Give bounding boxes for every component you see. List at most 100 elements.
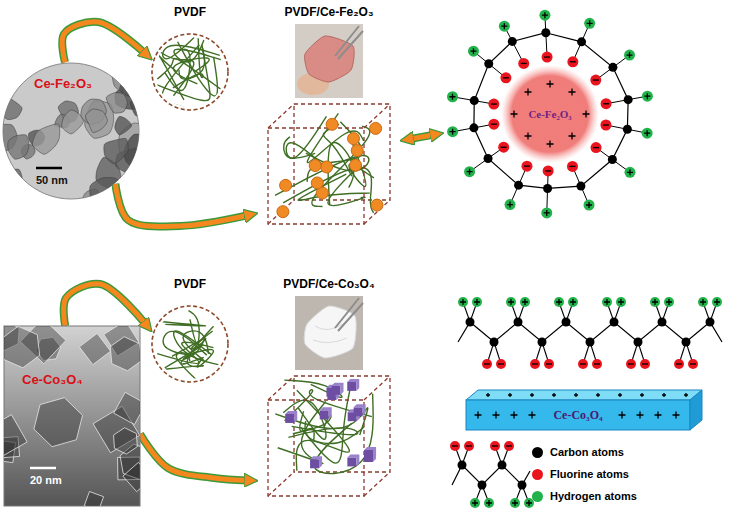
carbon-atom [498,461,507,470]
fluorine-atom [567,161,578,172]
positive-charge [493,412,500,419]
fluorine-atom [626,359,636,369]
fe2o3-particle [348,133,360,145]
composite-panel: PVDF/Ce-Co₃O₄ [258,276,400,504]
node-label: PVDF [174,276,206,292]
fe2o3-particle [309,160,321,172]
positive-charge [644,93,650,99]
nanoparticle [122,79,143,98]
carbon-atom [518,481,527,490]
pvdf-outline [152,34,228,110]
fluorine-atom [542,52,553,63]
filler-particles [277,118,383,217]
fluorine-atom [450,441,460,451]
negative-charge [484,363,490,364]
polymer-fiber [162,45,199,108]
fluorine-atom [464,441,474,451]
node-label: PVDF [174,4,206,20]
flow-arrow [115,184,247,227]
carbon-atom [562,318,571,327]
negative-charge [642,363,648,364]
carbon-atom [623,125,632,134]
composite-photo [295,24,363,98]
legend-label: Carbon atoms [550,445,624,459]
co3o4-cube [332,386,341,395]
positive-charge [507,202,513,208]
pvdf-chains [450,297,722,508]
fluorine-atom [590,75,601,86]
polymer-ring-particle: Ce-Fe₂O₃ [442,6,658,222]
scale-label: 20 nm [30,472,62,488]
hydrogen-atom [642,128,653,139]
fluorine-atom [518,58,529,69]
legend-row: Hydrogen atoms [532,485,637,507]
hydrogen-atom [447,91,458,102]
positive-charge [547,141,554,148]
co3o4-cube-face [347,454,359,466]
nanoparticle [112,66,143,95]
fluorine-atom [498,142,509,153]
hydrogen-atom [602,297,612,307]
node-label: Ce-Co₃O₄ [553,407,602,423]
cube-edge [364,472,390,496]
cube-edge [268,200,294,224]
polymer-fiber [283,167,374,212]
slab-top [466,390,702,400]
carbon-atom [577,37,586,46]
fluorine-atom [600,120,611,131]
nanoparticle [115,116,132,135]
node-label: Ce-Fe₂O₃ [34,76,92,92]
tem-image: Ce-Fe₂O₃50 nm [2,62,140,200]
flow-arrow [140,434,247,480]
positive-charge [700,299,706,305]
nanoparticle [8,135,29,160]
positive-charge [525,89,532,96]
co3o4-cube [347,382,356,391]
scale-bar [36,167,62,170]
carbon-atom [624,95,633,104]
fluorine-atom [674,359,684,369]
co3o4-cube [354,407,363,416]
carbon-atom [586,338,595,347]
negative-charge [532,363,538,364]
hydrogen-atom [541,207,552,218]
hydrogen-atom [520,297,530,307]
fluorine-atom [530,359,540,369]
nanocube [84,492,103,506]
fe2o3-particle [370,122,382,134]
fluorine-atom [488,119,499,130]
carbon-atom [541,28,550,37]
cube-edge [364,376,390,400]
nanoparticle-blobs [0,62,154,210]
polymer-fiber [172,339,206,364]
fe2o3-particle [277,206,289,218]
nanocube [114,428,138,454]
connector-outline [140,434,247,480]
positive-charge [529,412,536,419]
polymer-fiber [298,174,370,200]
photo-background [295,296,363,370]
polymer-fiber [307,122,362,182]
hydrogen-atom [650,297,660,307]
negative-charge [545,170,551,171]
carbon-atom [466,318,475,327]
co3o4-cube-face [285,411,297,423]
node-outline [258,4,400,232]
composite-fibers [275,380,373,473]
nanocube [123,462,140,491]
co3o4-cube [285,414,294,423]
positive-charge [450,129,456,135]
bonds [453,15,648,213]
co3o4-cube-face [364,447,376,459]
cube-edge [268,472,294,496]
negative-charge [690,363,696,364]
nanocube [34,398,83,447]
carbon-atom [484,154,493,163]
positive-charge [570,299,576,305]
negative-charge [506,445,512,446]
positive-charge [508,393,512,397]
composite-cube [268,376,390,496]
nanoparticle [124,62,148,84]
carbon-atom [608,63,617,72]
